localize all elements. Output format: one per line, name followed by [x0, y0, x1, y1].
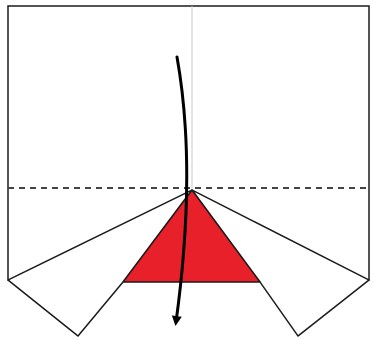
- red-triangle: [122, 189, 261, 283]
- fold-down-arrow: [171, 55, 189, 326]
